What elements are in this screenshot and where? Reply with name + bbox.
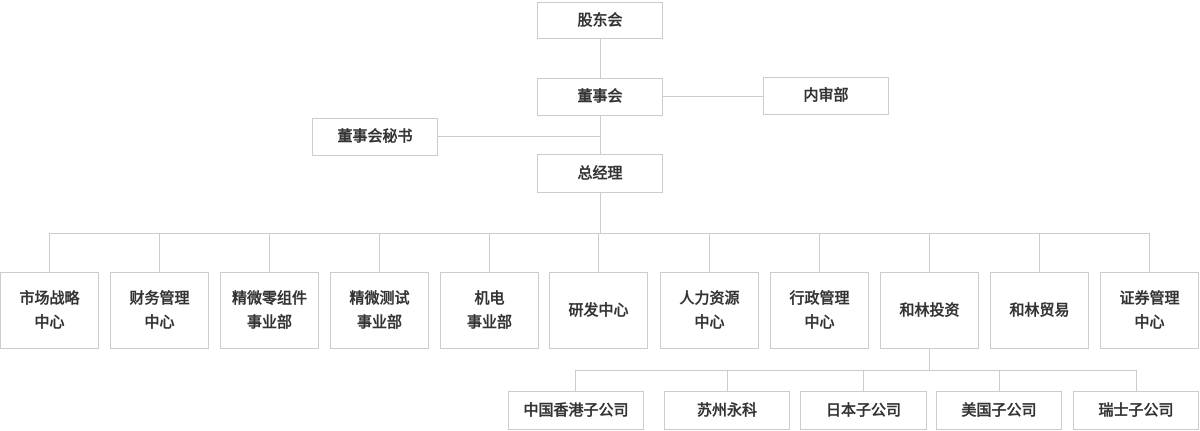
node-subsidiary-japan: 日本子公司 (800, 391, 927, 430)
node-dept-securities: 证券管理 中心 (1100, 272, 1199, 349)
node-shareholders: 股东会 (537, 2, 663, 39)
connector-line (598, 233, 599, 272)
node-dept-hr: 人力资源 中心 (660, 272, 759, 349)
connector-line (929, 233, 930, 272)
node-dept-electromechanical: 机电 事业部 (440, 272, 539, 349)
connector-line (727, 370, 728, 391)
connector-line (159, 233, 160, 272)
connector-line (269, 233, 270, 272)
node-subsidiary-suzhou-yongke: 苏州永科 (664, 391, 790, 430)
connector-line (1136, 370, 1137, 391)
connector-line (575, 370, 576, 391)
node-dept-rnd-center: 研发中心 (549, 272, 648, 349)
connector-line (489, 233, 490, 272)
node-dept-admin: 行政管理 中心 (770, 272, 869, 349)
connector-line (663, 96, 763, 97)
connector-line (929, 349, 930, 371)
connector-line (575, 370, 1137, 371)
node-dept-finance: 财务管理 中心 (110, 272, 209, 349)
connector-line (600, 116, 601, 154)
connector-line (600, 193, 601, 233)
node-board-secretary: 董事会秘书 (312, 118, 438, 156)
connector-line (379, 233, 380, 272)
node-subsidiary-switzerland: 瑞士子公司 (1073, 391, 1199, 430)
node-dept-precision-testing: 精微测试 事业部 (330, 272, 429, 349)
connector-line (999, 370, 1000, 391)
node-dept-precision-components: 精微零组件 事业部 (220, 272, 319, 349)
node-internal-audit: 内审部 (763, 77, 889, 115)
node-subsidiary-hongkong-china: 中国香港子公司 (508, 391, 644, 430)
connector-line (49, 233, 50, 272)
connector-line (1149, 233, 1150, 272)
node-dept-helin-investment: 和林投资 (880, 272, 979, 349)
node-board: 董事会 (537, 78, 663, 116)
connector-line (600, 39, 601, 78)
node-dept-market-strategy: 市场战略 中心 (0, 272, 99, 349)
connector-line (863, 370, 864, 391)
node-general-manager: 总经理 (537, 154, 663, 193)
connector-line (438, 136, 600, 137)
node-subsidiary-usa: 美国子公司 (936, 391, 1062, 430)
connector-line (819, 233, 820, 272)
connector-line (1039, 233, 1040, 272)
connector-line (49, 233, 1150, 234)
connector-line (709, 233, 710, 272)
node-dept-helin-trading: 和林贸易 (990, 272, 1089, 349)
